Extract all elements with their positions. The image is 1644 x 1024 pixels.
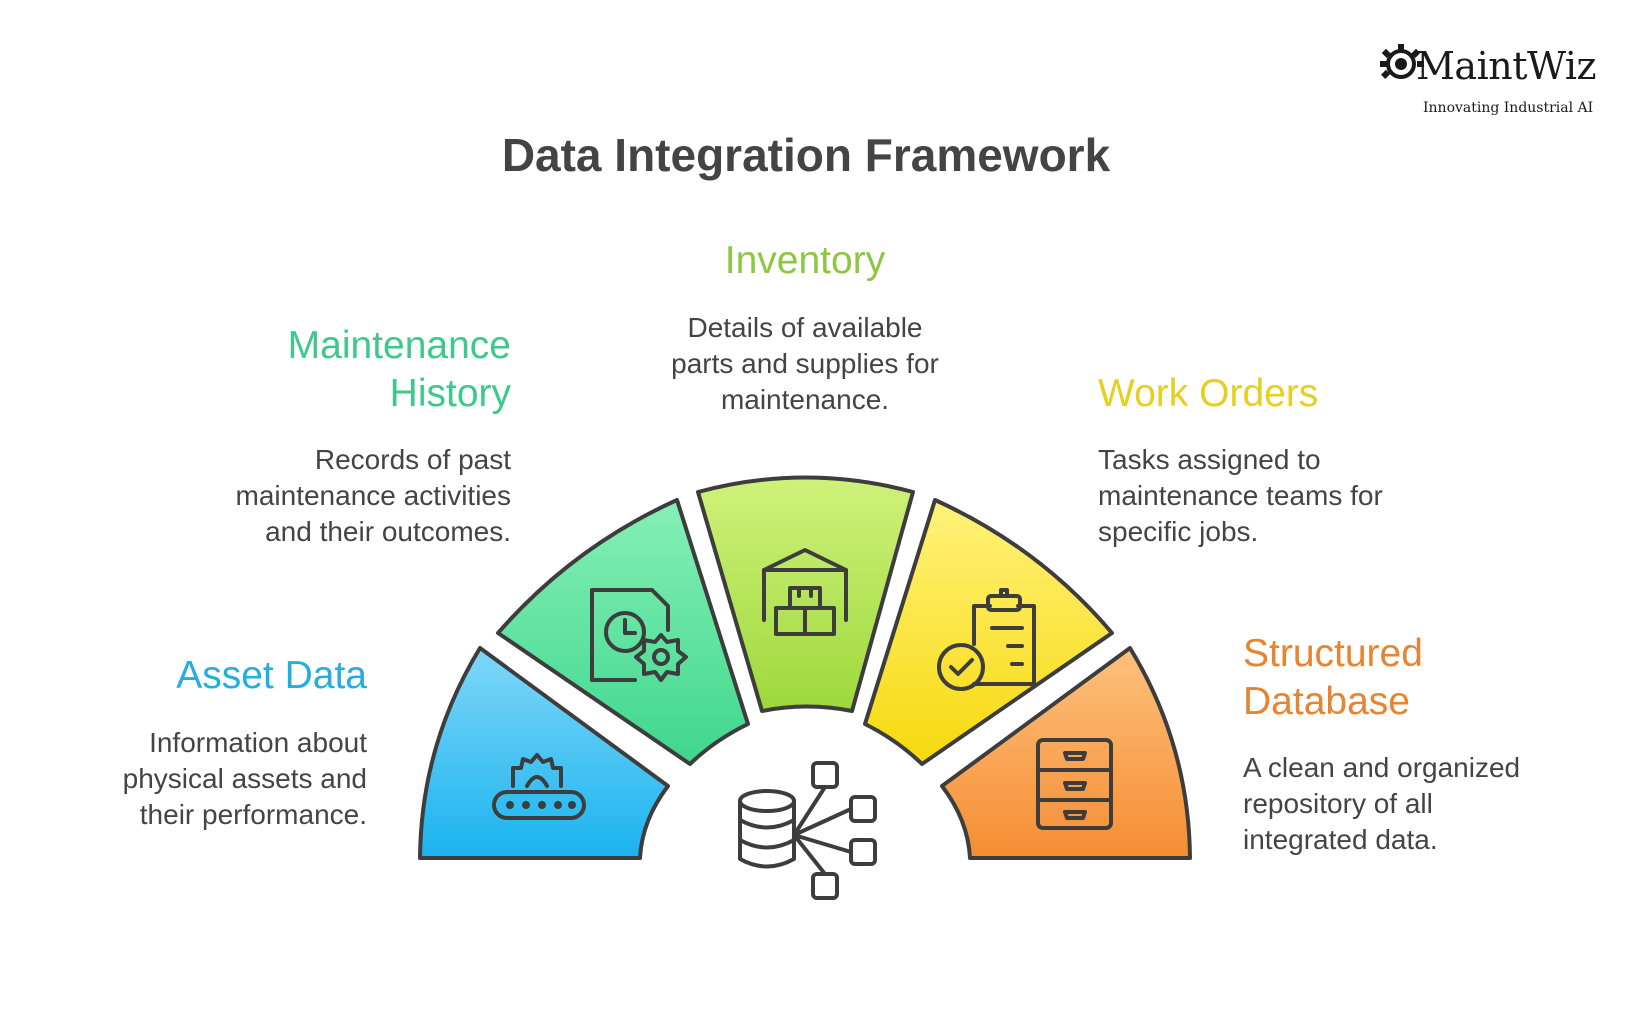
structured-database-desc-line: integrated data. bbox=[1243, 824, 1438, 855]
work-orders-desc-line: Tasks assigned to bbox=[1098, 444, 1321, 475]
conveyor-gear-icon bbox=[492, 753, 586, 820]
database-network-icon bbox=[738, 761, 877, 900]
maintenance-history-title-line: History bbox=[389, 372, 511, 415]
asset-data-description: Information about physical assets and th… bbox=[60, 725, 367, 833]
maintenance-history-title: Maintenance History bbox=[200, 322, 511, 418]
maintwiz-logo: MaintWiz Innovating Industrial AI bbox=[1380, 42, 1610, 122]
clipboard-check-icon bbox=[937, 588, 1036, 691]
maintenance-history-desc-line: and their outcomes. bbox=[265, 516, 511, 547]
structured-database-title-line: Database bbox=[1243, 680, 1410, 723]
structured-database-description: A clean and organized repository of all … bbox=[1243, 750, 1520, 858]
maintenance-history-title-line: Maintenance bbox=[287, 324, 511, 367]
structured-database-desc-line: A clean and organized bbox=[1243, 752, 1521, 783]
logo-gear-icon bbox=[1380, 44, 1424, 79]
maintenance-history-description: Records of past maintenance activities a… bbox=[160, 442, 511, 550]
logo-name: MaintWiz bbox=[1416, 44, 1597, 88]
inventory-desc-line: maintenance. bbox=[720, 384, 890, 415]
asset-data-title: Asset Data bbox=[176, 654, 367, 697]
warehouse-boxes-icon bbox=[762, 548, 848, 636]
segment-work-orders bbox=[863, 498, 1114, 766]
inventory-desc-line: parts and supplies for bbox=[671, 348, 939, 379]
asset-data-desc-line: their performance. bbox=[139, 799, 367, 830]
segment-asset-data bbox=[418, 646, 670, 860]
logo-tagline: Innovating Industrial AI bbox=[1423, 100, 1594, 116]
structured-database-desc-line: repository of all bbox=[1243, 788, 1433, 819]
structured-database-title-line: Structured bbox=[1243, 632, 1423, 675]
maintenance-history-desc-line: Records of past bbox=[314, 444, 511, 475]
segment-inventory bbox=[696, 475, 915, 713]
asset-data-desc-line: physical assets and bbox=[122, 763, 367, 794]
filing-cabinet-icon bbox=[1036, 738, 1113, 830]
work-orders-desc-line: maintenance teams for bbox=[1098, 480, 1383, 511]
inventory-desc-line: Details of available bbox=[687, 312, 923, 343]
work-orders-description: Tasks assigned to maintenance teams for … bbox=[1098, 442, 1383, 550]
page-title: Data Integration Framework bbox=[501, 129, 1111, 181]
inventory-description: Details of available parts and supplies … bbox=[620, 310, 990, 418]
work-orders-desc-line: specific jobs. bbox=[1098, 516, 1259, 547]
asset-data-desc-line: Information about bbox=[149, 727, 367, 758]
inventory-title: Inventory bbox=[724, 239, 886, 282]
work-orders-title: Work Orders bbox=[1098, 372, 1319, 415]
maintenance-history-desc-line: maintenance activities bbox=[235, 480, 511, 511]
document-clock-gear-icon bbox=[590, 588, 688, 682]
structured-database-title: Structured Database bbox=[1243, 630, 1423, 726]
